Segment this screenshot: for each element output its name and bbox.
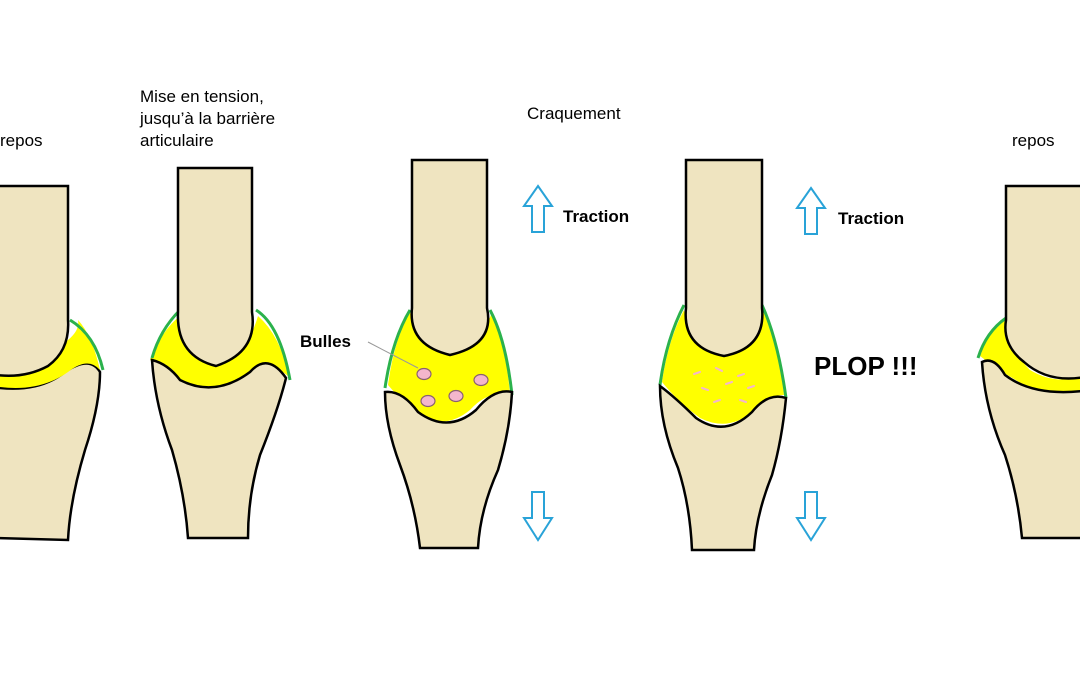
traction-label: Traction <box>838 209 905 228</box>
upper-bone <box>410 158 490 357</box>
capsule-line <box>69 318 105 371</box>
joint-repos-left <box>0 184 105 542</box>
bubbles-callout-label: Bulles <box>300 332 352 351</box>
arrow-up-icon <box>522 184 554 233</box>
bubble <box>448 389 464 403</box>
stage-label-craquement: Craquement <box>527 104 621 123</box>
joint-tension <box>150 166 292 540</box>
capsule-line <box>976 316 1007 359</box>
bubble <box>473 373 489 387</box>
stage-label-repos-left: repos <box>0 131 43 150</box>
capsule-line <box>658 304 788 399</box>
upper-bone <box>176 166 254 368</box>
arrow-down-icon <box>522 491 554 542</box>
joint-craquement <box>367 158 514 550</box>
upper-bone <box>1004 184 1080 380</box>
lower-bone <box>658 383 788 552</box>
capsule-line <box>383 309 514 396</box>
joint-plop <box>658 158 788 552</box>
arrow-down-icon <box>795 491 827 542</box>
stage-label-repos-right: repos <box>1012 131 1055 150</box>
joint-repos-right <box>976 184 1080 540</box>
bubble <box>420 394 436 408</box>
plop-label: PLOP !!! <box>814 351 918 381</box>
synovial-fluid <box>980 320 1080 395</box>
arrow-up-icon <box>795 186 827 235</box>
gas-dashes <box>693 367 755 403</box>
callout-line <box>367 341 419 369</box>
stage-label-tension: Mise en tension, jusqu’à la barrière art… <box>140 87 276 150</box>
lower-bone <box>0 362 102 542</box>
upper-bone <box>0 184 70 377</box>
lower-bone <box>150 358 288 540</box>
traction-label: Traction <box>563 207 630 226</box>
lower-bone <box>383 390 514 550</box>
lower-bone <box>980 359 1080 540</box>
bubble <box>416 367 432 381</box>
upper-bone <box>684 158 764 358</box>
